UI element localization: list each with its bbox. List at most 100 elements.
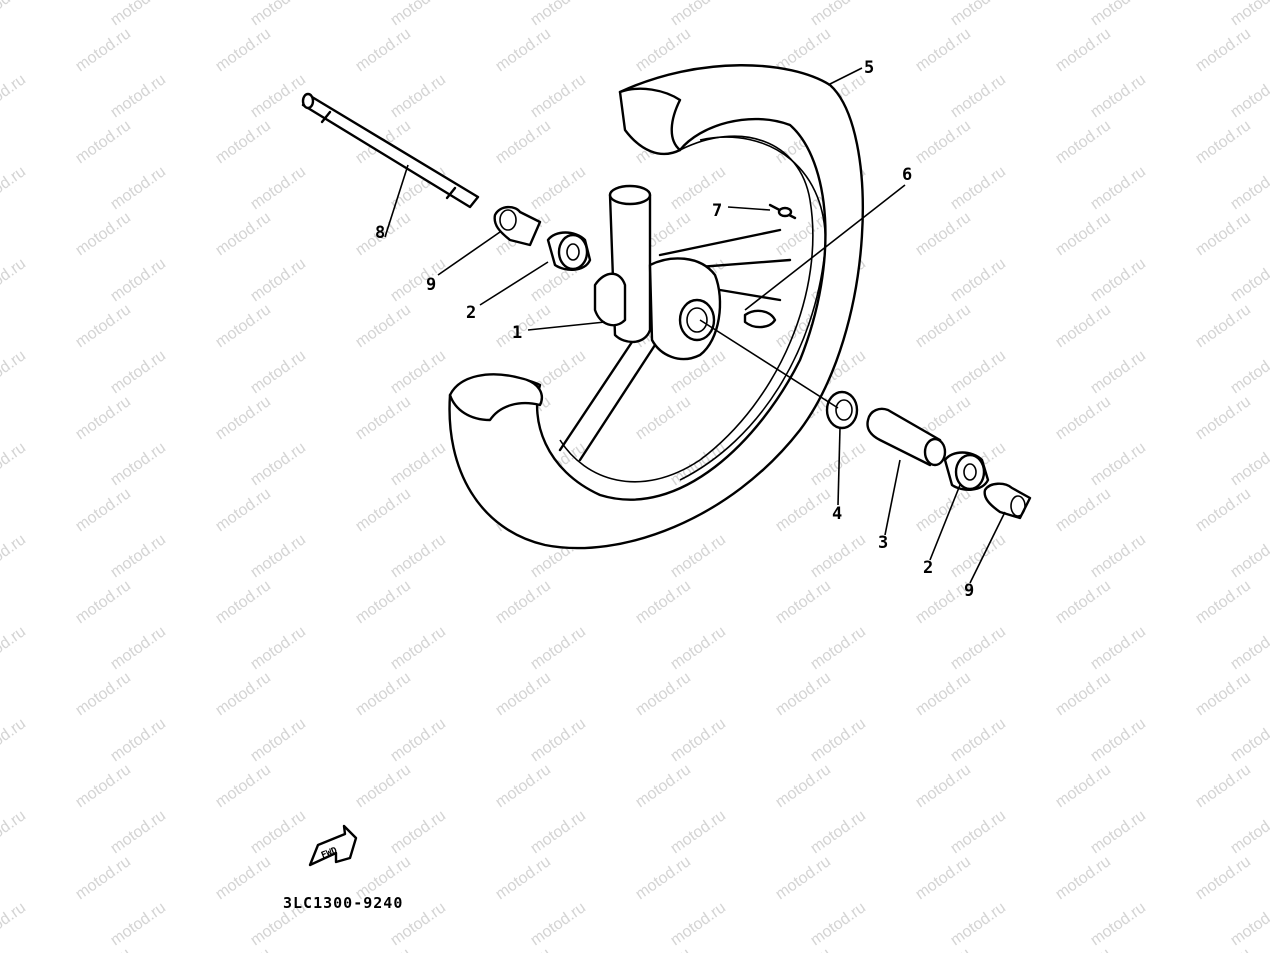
watermark-text: motod.ru: [668, 531, 729, 581]
watermark-text: motod.ru: [388, 807, 449, 857]
watermark-text: motod.ru: [1228, 0, 1270, 29]
watermark-text: motod.ru: [213, 761, 274, 811]
watermark-text: motod.ru: [388, 347, 449, 397]
watermark-text: motod.ru: [213, 25, 274, 75]
watermark-text: motod.ru: [668, 807, 729, 857]
watermark-text: motod.ru: [0, 347, 29, 397]
watermark-text: motod.ru: [1053, 945, 1114, 953]
watermark-text: motod.ru: [633, 669, 694, 719]
watermark-text: motod.ru: [773, 853, 834, 903]
watermark-text: motod.ru: [213, 393, 274, 443]
collar-part-9-left: [493, 205, 542, 247]
watermark-text: motod.ru: [633, 761, 694, 811]
watermark-text: motod.ru: [1228, 439, 1270, 489]
watermark-text: motod.ru: [73, 577, 134, 627]
callout-3: 3: [878, 533, 888, 553]
watermark-text: motod.ru: [633, 853, 694, 903]
watermark-text: motod.ru: [0, 715, 29, 765]
watermark-text: motod.ru: [493, 577, 554, 627]
watermark-text: motod.ru: [73, 761, 134, 811]
watermark-text: motod.ru: [1193, 485, 1254, 535]
watermark-text: motod.ru: [913, 761, 974, 811]
watermark-text: motod.ru: [248, 531, 309, 581]
watermark-text: motod.ru: [493, 945, 554, 953]
bearing-part-2-left: [546, 231, 592, 271]
watermark-text: motod.ru: [1088, 0, 1149, 29]
watermark-text: motod.ru: [0, 0, 29, 29]
watermark-text: motod.ru: [1088, 623, 1149, 673]
watermark-text: motod.ru: [1088, 807, 1149, 857]
collar-part-9-right: [983, 482, 1032, 520]
fwd-arrow-icon: FWD: [308, 824, 358, 867]
watermark-text: motod.ru: [353, 945, 414, 953]
watermark-text: motod.ru: [913, 209, 974, 259]
watermark-text: motod.ru: [248, 0, 309, 29]
watermark-text: motod.ru: [948, 163, 1009, 213]
watermark-text: motod.ru: [1053, 577, 1114, 627]
watermark-text: motod.ru: [213, 853, 274, 903]
watermark-text: motod.ru: [213, 945, 274, 953]
watermark-text: motod.ru: [1193, 853, 1254, 903]
watermark-text: motod.ru: [948, 71, 1009, 121]
watermark-text: motod.ru: [1053, 485, 1114, 535]
watermark-text: motod.ru: [948, 255, 1009, 305]
callout-9-right: 9: [964, 581, 974, 601]
watermark-text: motod.ru: [108, 715, 169, 765]
watermark-text: motod.ru: [1193, 761, 1254, 811]
watermark-text: motod.ru: [808, 531, 869, 581]
watermark-text: motod.ru: [633, 393, 694, 443]
watermark-text: motod.ru: [248, 347, 309, 397]
bearing-part-2-right: [943, 451, 990, 491]
watermark-text: motod.ru: [913, 301, 974, 351]
watermark-text: motod.ru: [353, 393, 414, 443]
watermark-text: motod.ru: [108, 255, 169, 305]
watermark-text: motod.ru: [808, 899, 869, 949]
watermark-text: motod.ru: [493, 669, 554, 719]
watermark-text: motod.ru: [353, 25, 414, 75]
watermark-text: motod.ru: [108, 163, 169, 213]
watermark-text: motod.ru: [73, 485, 134, 535]
watermark-text: motod.ru: [493, 25, 554, 75]
watermark-text: motod.ru: [108, 439, 169, 489]
watermark-text: motod.ru: [353, 577, 414, 627]
watermark-text: motod.ru: [213, 209, 274, 259]
callout-8: 8: [375, 223, 385, 243]
watermark-text: motod.ru: [1193, 577, 1254, 627]
callout-1: 1: [512, 323, 522, 343]
watermark-text: motod.ru: [948, 347, 1009, 397]
watermark-text: motod.ru: [1228, 623, 1270, 673]
seal-part-4: [825, 390, 859, 430]
watermark-text: motod.ru: [1228, 715, 1270, 765]
watermark-text: motod.ru: [1088, 715, 1149, 765]
callout-7: 7: [712, 201, 722, 221]
watermark-text: motod.ru: [213, 301, 274, 351]
watermark-text: motod.ru: [388, 623, 449, 673]
watermark-text: motod.ru: [948, 715, 1009, 765]
watermark-text: motod.ru: [1193, 669, 1254, 719]
watermark-text: motod.ru: [808, 623, 869, 673]
watermark-text: motod.ru: [73, 25, 134, 75]
watermark-text: motod.ru: [528, 71, 589, 121]
watermark-text: motod.ru: [248, 715, 309, 765]
watermark-text: motod.ru: [1053, 25, 1114, 75]
callout-2-right: 2: [923, 558, 933, 578]
leader-lines: [384, 67, 1006, 584]
tire-part-5: [448, 64, 864, 550]
watermark-text: motod.ru: [1088, 439, 1149, 489]
watermark-text: motod.ru: [1228, 807, 1270, 857]
watermark-text: motod.ru: [913, 117, 974, 167]
watermark-text: motod.ru: [633, 577, 694, 627]
watermark-text: motod.ru: [248, 163, 309, 213]
watermark-text: motod.ru: [388, 715, 449, 765]
watermark-text: motod.ru: [493, 301, 554, 351]
callout-4: 4: [832, 504, 842, 524]
watermark-text: motod.ru: [73, 945, 134, 953]
watermark-text: motod.ru: [1228, 347, 1270, 397]
watermark-text: motod.ru: [248, 439, 309, 489]
watermark-text: motod.ru: [773, 945, 834, 953]
watermark-text: motod.ru: [73, 853, 134, 903]
watermark-text: motod.ru: [1228, 163, 1270, 213]
callout-9-left: 9: [426, 275, 436, 295]
watermark-text: motod.ru: [388, 531, 449, 581]
watermark-text: motod.ru: [1193, 25, 1254, 75]
